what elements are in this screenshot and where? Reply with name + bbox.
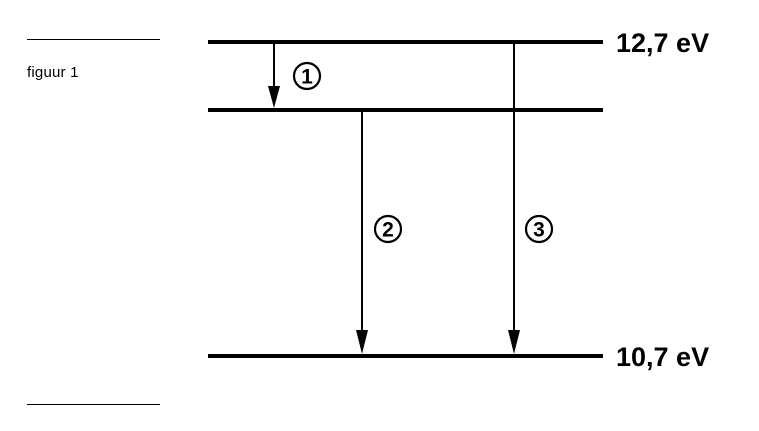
transition-3-number: 3 bbox=[533, 219, 545, 242]
figure-rule-top bbox=[27, 39, 160, 40]
transition-3-marker: 3 bbox=[524, 214, 554, 244]
transition-1-number: 1 bbox=[301, 66, 313, 89]
figure-rule-bottom bbox=[27, 404, 160, 405]
figure-label: figuur 1 bbox=[27, 64, 79, 81]
transition-2-marker: 2 bbox=[373, 214, 403, 244]
transition-2-number: 2 bbox=[382, 219, 394, 242]
level-label-upper: 12,7 eV bbox=[616, 28, 709, 58]
transition-1-marker: 1 bbox=[292, 61, 322, 91]
transition-1-arrow bbox=[268, 44, 280, 108]
level-label-lower: 10,7 eV bbox=[616, 342, 709, 372]
transition-2-arrow bbox=[356, 112, 368, 354]
transition-3-arrow bbox=[508, 44, 520, 354]
